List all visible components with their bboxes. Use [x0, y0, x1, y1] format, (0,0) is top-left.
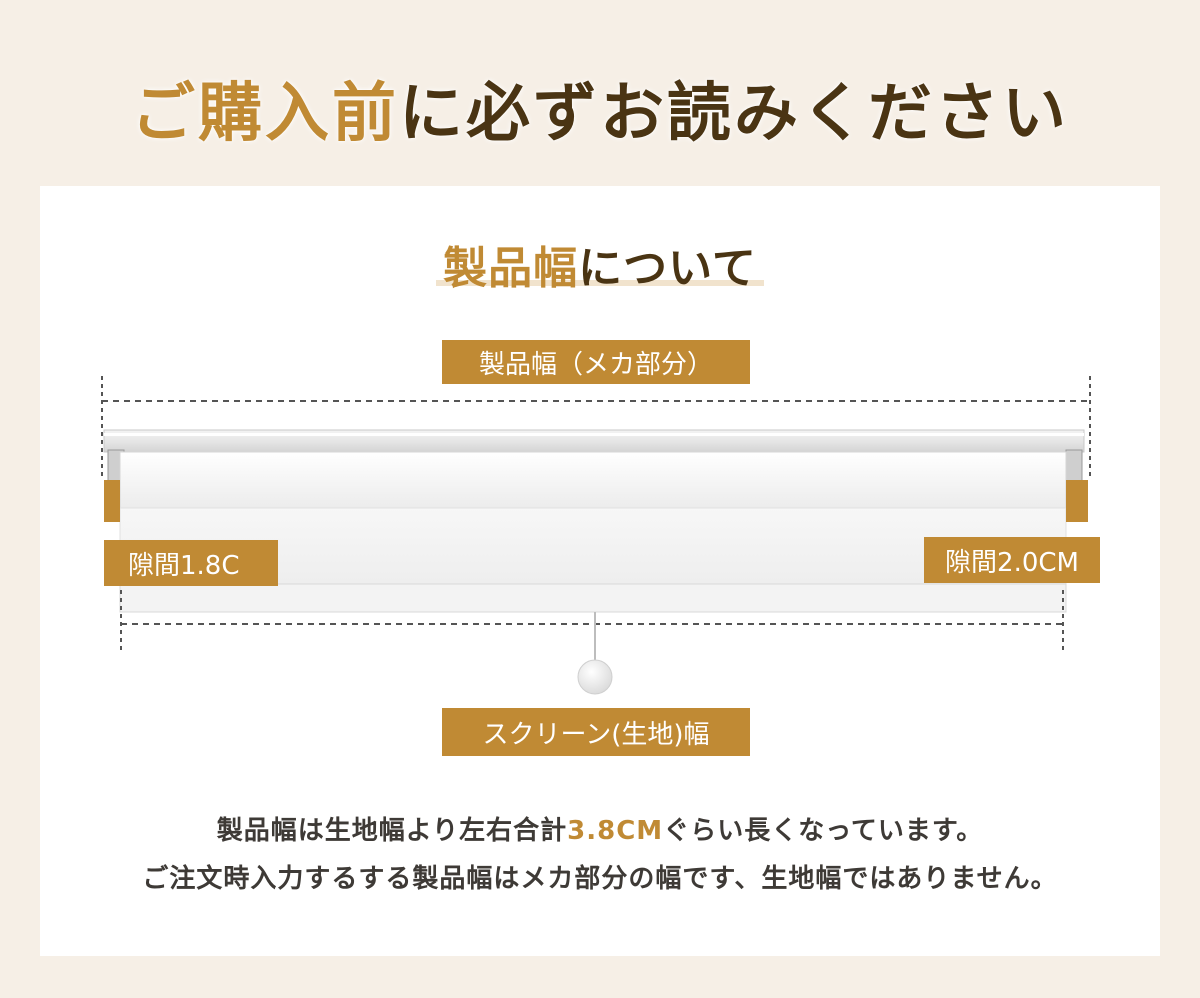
headline-rest: に必ずお読みください	[399, 77, 1069, 151]
screen-width-label: スクリーン(生地)幅	[442, 708, 750, 756]
note-line-1-accent: 3.8CM	[567, 816, 664, 846]
section-title-rest: について	[578, 243, 757, 294]
pull-cord-ball	[577, 659, 613, 695]
head-rail-highlight	[104, 433, 1084, 436]
right-gap-marker	[1066, 480, 1088, 522]
note-line-1-post: ぐらい長くなっています。	[663, 816, 984, 846]
left-gap-marker	[104, 480, 120, 522]
headline-accent: ご購入前	[131, 77, 399, 151]
section-title-accent: 製品幅	[443, 243, 579, 294]
right-bracket	[1065, 449, 1083, 483]
note-line-1: 製品幅は生地幅より左右合計3.8CMぐらい長くなっています。	[0, 810, 1200, 847]
cassette-cover	[119, 451, 1067, 509]
page-headline: ご購入前に必ずお読みください	[0, 62, 1200, 154]
left-gap-label: 隙間1.8C	[104, 540, 278, 586]
bottom-bar	[119, 583, 1067, 613]
right-gap-label: 隙間2.0CM	[924, 537, 1100, 583]
section-title: 製品幅について	[0, 232, 1200, 296]
section-title-underline	[436, 280, 764, 286]
product-width-label: 製品幅（メカ部分）	[442, 340, 750, 384]
note-line-1-pre: 製品幅は生地幅より左右合計	[216, 816, 568, 846]
note-line-2: ご注文時入力するする製品幅はメカ部分の幅です、生地幅ではありません。	[142, 864, 1058, 894]
